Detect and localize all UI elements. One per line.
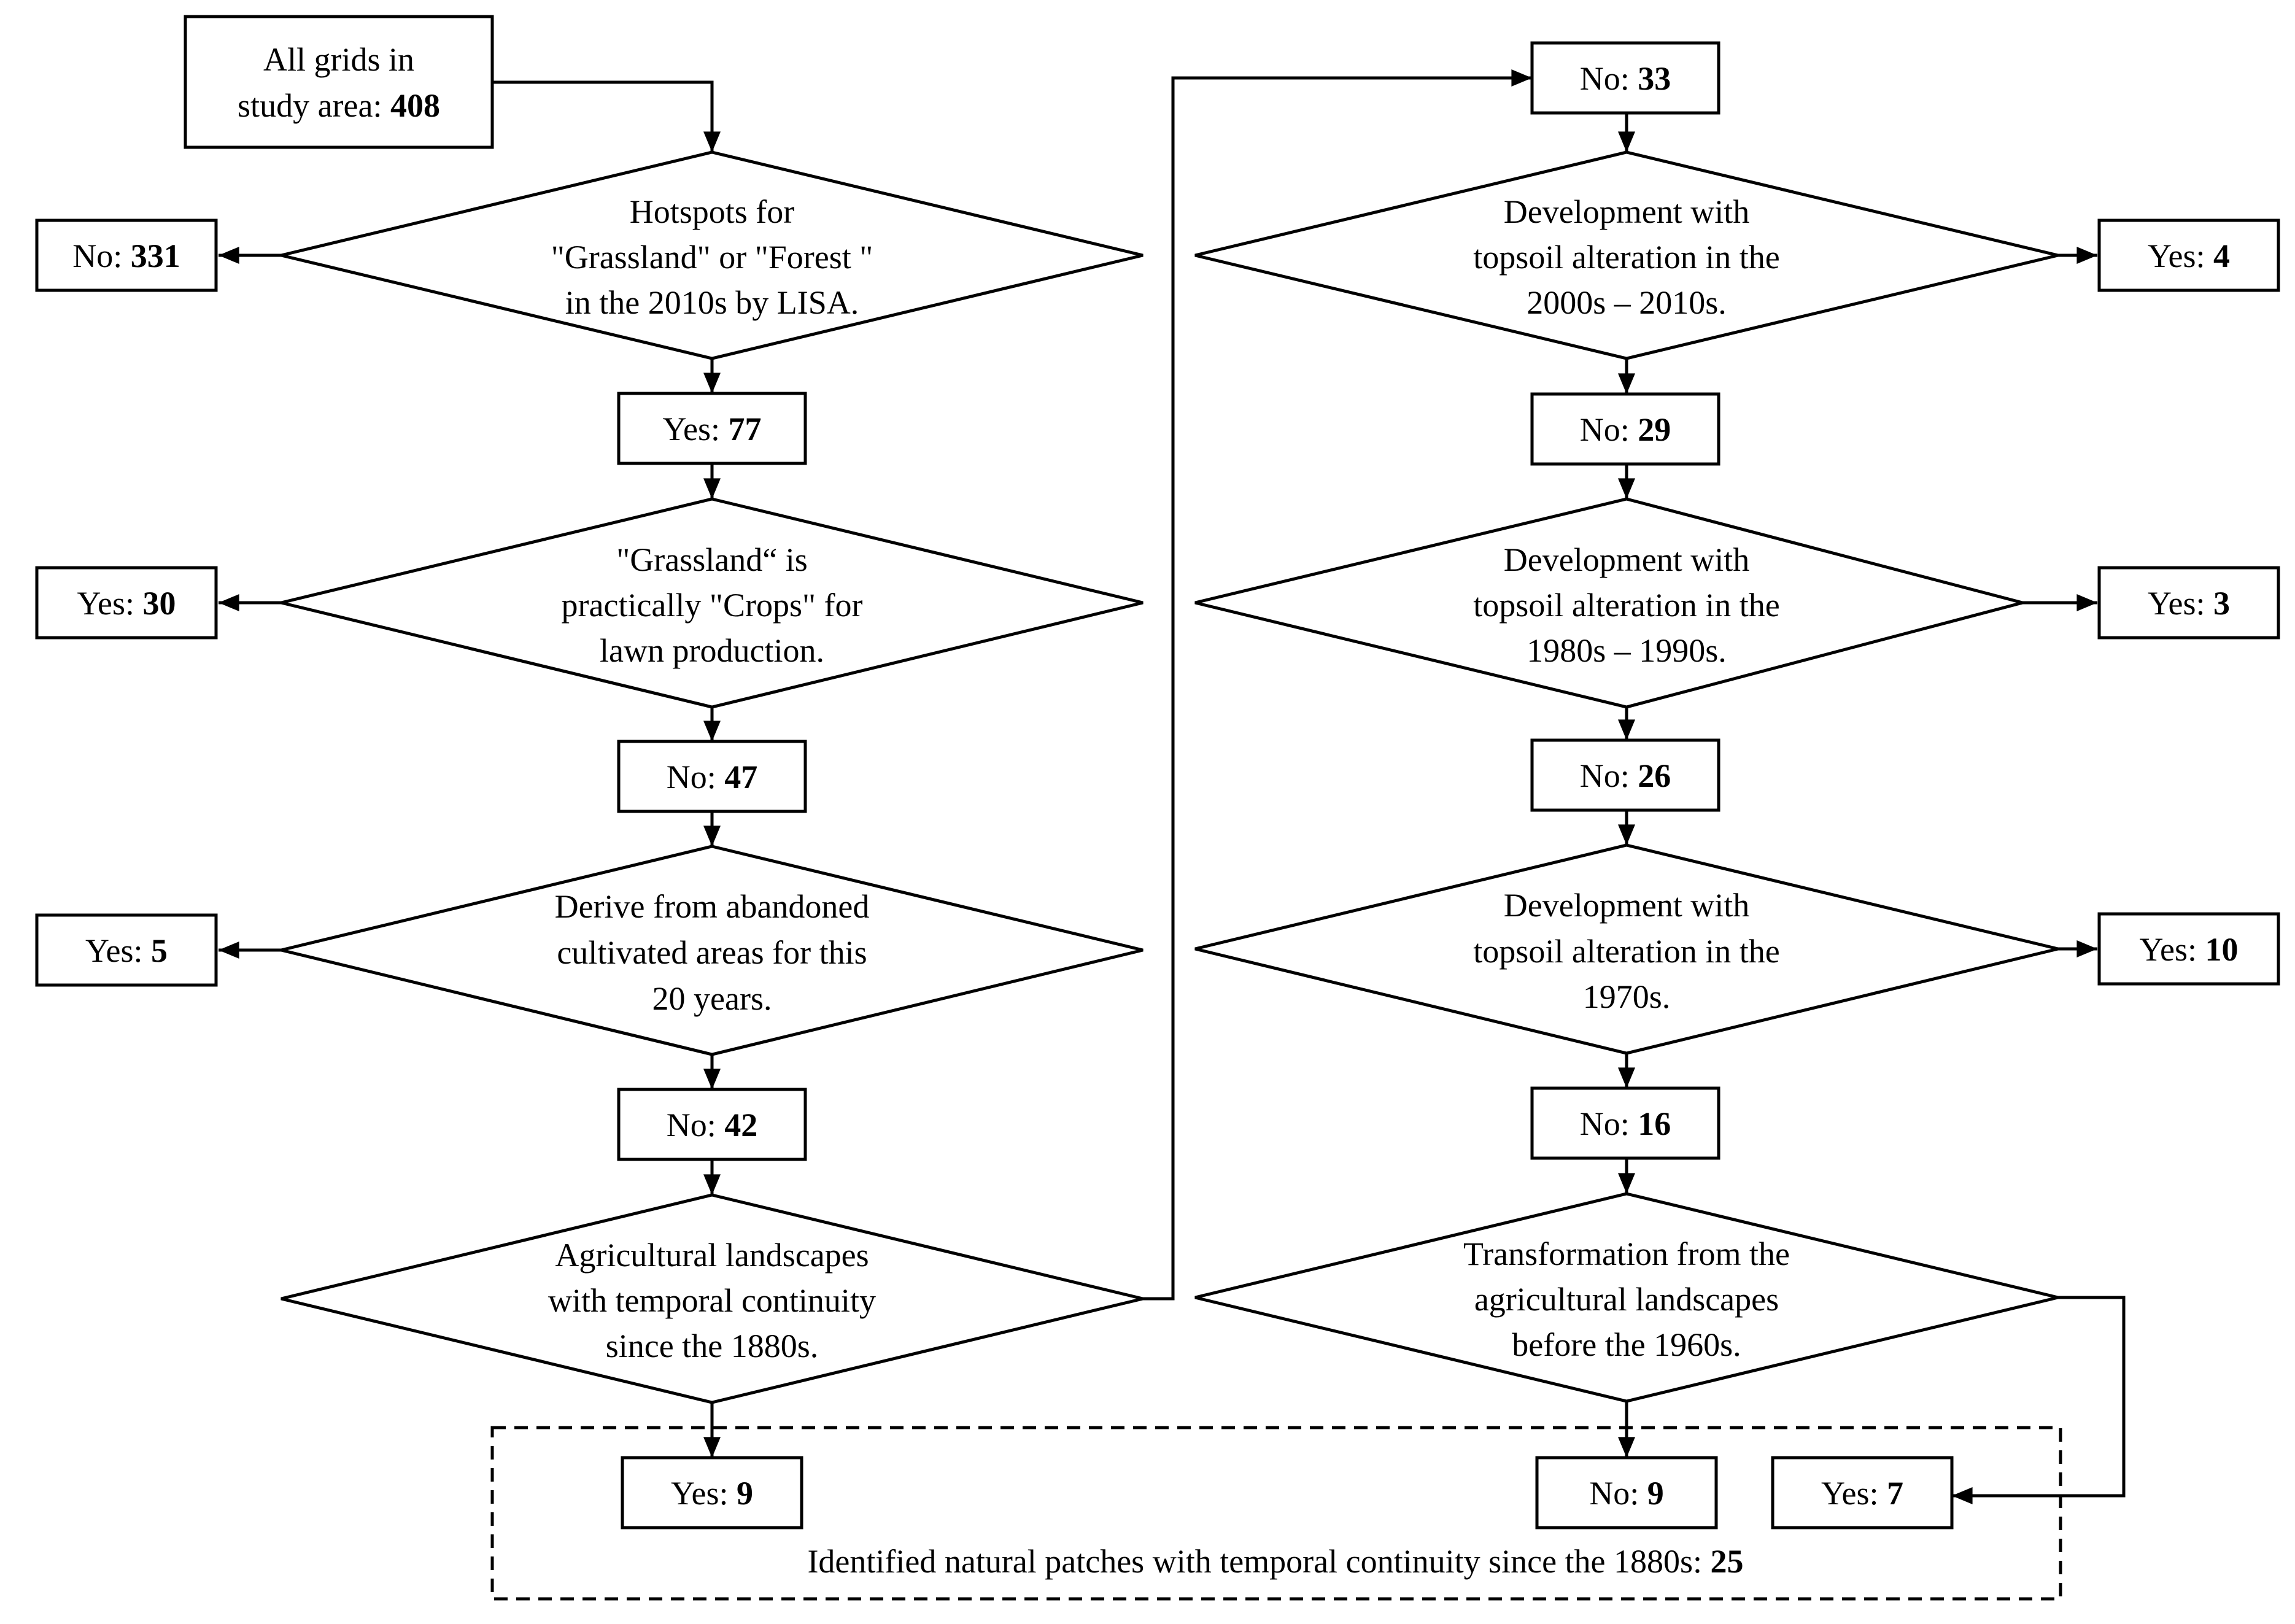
arrow-d4-no — [1143, 69, 1532, 1301]
d4-line-2: with temporal continuity — [548, 1282, 876, 1319]
svg-text:No: 9: No: 9 — [1589, 1475, 1664, 1512]
outcome-d1-yes: Yes: 77 — [617, 392, 807, 465]
outcome-d4-yes: Yes: 9 — [621, 1456, 803, 1529]
svg-text:Yes: 3: Yes: 3 — [2148, 585, 2230, 622]
arrow-start-to-d1 — [492, 80, 721, 152]
outcome-d2-no: No: 47 — [617, 740, 807, 813]
decision-development-1970s: Development with topsoil alteration in t… — [1194, 843, 2059, 1055]
outcome-d7-no: No: 16 — [1530, 1086, 1720, 1160]
outcome-d6-no: No: 26 — [1530, 738, 1720, 812]
summary-frame — [490, 1426, 2062, 1601]
svg-text:Yes: 9: Yes: 9 — [671, 1475, 753, 1512]
decision-abandoned-cultivated: Derive from abandoned cultivated areas f… — [281, 845, 1144, 1056]
outcome-d8-no: No: 9 — [1535, 1456, 1718, 1529]
d2-line-3: lawn production. — [600, 632, 824, 669]
decision-transformation-before-1960s: Transformation from the agricultural lan… — [1194, 1192, 2059, 1403]
d1-line-1: Hotspots for — [630, 193, 795, 230]
d2-line-2: practically "Crops" for — [562, 587, 863, 624]
outcome-d3-no: No: 42 — [617, 1088, 807, 1161]
d8-line-1: Transformation from the — [1463, 1235, 1790, 1272]
outcome-d5-no: No: 29 — [1530, 392, 1720, 466]
svg-text:No: 47: No: 47 — [667, 759, 758, 795]
d8-line-2: agricultural landscapes — [1474, 1281, 1779, 1318]
outcome-d4-no: No: 33 — [1530, 41, 1720, 115]
d5-line-3: 2000s – 2010s. — [1527, 284, 1727, 321]
svg-text:Yes: 30: Yes: 30 — [77, 585, 176, 622]
decision-agricultural-continuity: Agricultural landscapes with temporal co… — [281, 1193, 1144, 1404]
d3-line-2: cultivated areas for this — [557, 934, 867, 971]
svg-text:No: 42: No: 42 — [667, 1107, 758, 1143]
summary-text: Identified natural patches with temporal… — [807, 1543, 1743, 1580]
svg-text:Yes: 4: Yes: 4 — [2148, 238, 2230, 274]
start-line-1: All grids in — [263, 41, 414, 78]
start-box: All grids in study area: 408 — [184, 15, 494, 149]
decision-grassland-forest-hotspots: Hotspots for "Grassland" or "Forest " in… — [281, 150, 1144, 360]
svg-text:Yes: 5: Yes: 5 — [85, 932, 168, 969]
outcome-d5-yes: Yes: 4 — [2097, 218, 2280, 292]
outcome-d8-yes: Yes: 7 — [1771, 1456, 1954, 1529]
svg-text:No: 29: No: 29 — [1580, 411, 1671, 448]
svg-text:No: 26: No: 26 — [1580, 757, 1671, 794]
svg-text:No: 33: No: 33 — [1580, 60, 1671, 97]
outcome-d7-yes: Yes: 10 — [2097, 912, 2280, 986]
decision-development-2000s-2010s: Development with topsoil alteration in t… — [1194, 150, 2059, 360]
d1-line-2: "Grassland" or "Forest " — [551, 239, 873, 276]
d5-line-2: topsoil alteration in the — [1473, 239, 1779, 276]
outcome-d2-yes: Yes: 30 — [35, 566, 218, 640]
outcome-d1-no: No: 331 — [35, 218, 218, 292]
d6-line-2: topsoil alteration in the — [1473, 587, 1779, 624]
arrow-d8-yes — [1952, 1296, 2126, 1504]
outcome-d6-yes: Yes: 3 — [2097, 566, 2280, 640]
d7-line-1: Development with — [1504, 887, 1749, 924]
d8-line-3: before the 1960s. — [1512, 1326, 1741, 1363]
svg-text:No: 331: No: 331 — [72, 238, 180, 274]
d3-line-3: 20 years. — [652, 980, 772, 1017]
d3-line-1: Derive from abandoned — [555, 888, 870, 925]
outcome-d3-yes: Yes: 5 — [35, 913, 218, 987]
d2-line-1: "Grassland“ is — [616, 541, 807, 578]
d6-line-1: Development with — [1504, 541, 1749, 578]
d4-line-3: since the 1880s. — [606, 1328, 818, 1364]
svg-text:Yes: 7: Yes: 7 — [1821, 1475, 1903, 1512]
d4-line-1: Agricultural landscapes — [555, 1237, 869, 1274]
svg-text:Yes: 10: Yes: 10 — [2139, 931, 2238, 968]
d5-line-1: Development with — [1504, 193, 1749, 230]
d7-line-2: topsoil alteration in the — [1473, 933, 1779, 970]
d6-line-3: 1980s – 1990s. — [1527, 632, 1727, 669]
d1-line-3: in the 2010s by LISA. — [565, 284, 859, 321]
start-line-2: study area: 408 — [238, 87, 440, 124]
d7-line-3: 1970s. — [1583, 978, 1671, 1015]
connectors — [219, 69, 2126, 1504]
decision-lawn-production: "Grassland“ is practically "Crops" for l… — [281, 497, 1144, 709]
svg-text:No: 16: No: 16 — [1580, 1105, 1671, 1142]
decision-development-1980s-1990s: Development with topsoil alteration in t… — [1194, 497, 2029, 709]
svg-text:Yes: 77: Yes: 77 — [662, 411, 761, 447]
